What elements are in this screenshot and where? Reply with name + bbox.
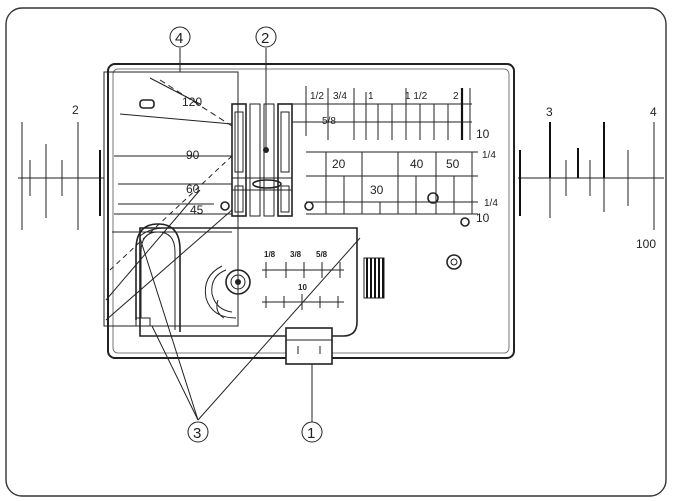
feed-dog-slots (231, 103, 293, 217)
leader-lines (139, 48, 361, 422)
scale-40: 40 (410, 157, 424, 171)
angle-60: 60 (186, 182, 200, 196)
svg-text:4: 4 (175, 30, 183, 47)
scale-one: 1 (368, 91, 374, 102)
scale-half: 1/2 (310, 91, 324, 102)
scale-two: 2 (453, 91, 459, 102)
left-ruler-2: 2 (72, 103, 79, 117)
scale-quarter-top: 1/4 (482, 150, 496, 161)
inch-scale-top (292, 86, 472, 140)
screw-holes (139, 99, 470, 270)
angle-45: 45 (190, 203, 204, 217)
right-ruler-3: 3 (546, 105, 553, 119)
angle-90: 90 (186, 148, 200, 162)
scale-50: 50 (446, 157, 460, 171)
callout-1: 1 (301, 421, 323, 443)
right-ruler (518, 122, 664, 230)
scale-10-top: 10 (476, 127, 490, 141)
left-ruler (18, 122, 104, 230)
svg-text:3: 3 (193, 425, 201, 442)
angle-120: 120 (182, 95, 202, 109)
cover-plate-release-tab (285, 327, 333, 365)
right-ruler-100: 100 (636, 237, 656, 251)
scale-one-half: 1 1/2 (405, 91, 428, 102)
callout-4: 4 (169, 26, 191, 48)
bobbin-cover-plate (139, 227, 358, 337)
throat-10: 10 (298, 283, 307, 292)
scale-three-quarter: 3/4 (333, 91, 347, 102)
scale-20: 20 (332, 157, 346, 171)
scale-10-mid: 10 (476, 211, 490, 225)
outer-frame (5, 7, 667, 497)
throat-scale (262, 262, 344, 310)
svg-text:2: 2 (261, 30, 269, 47)
svg-text:1: 1 (307, 425, 315, 442)
right-ruler-4: 4 (650, 105, 657, 119)
throat-three-eighth: 3/8 (290, 250, 302, 259)
scale-quarter-mid: 1/4 (484, 198, 498, 209)
angle-guide-box (103, 71, 239, 327)
angle-guide-lines (105, 77, 233, 321)
callout-3: 3 (187, 421, 209, 443)
callout-2: 2 (255, 26, 277, 48)
throat-one-eighth: 1/8 (264, 250, 276, 259)
scale-30: 30 (370, 183, 384, 197)
mm-scale-mid (306, 151, 478, 215)
bobbin-window (135, 223, 181, 332)
striped-block (363, 257, 385, 299)
bobbin-cover-corner (139, 227, 166, 237)
scale-five-eighth: 5/8 (322, 116, 336, 127)
throat-five-eighth: 5/8 (316, 250, 328, 259)
